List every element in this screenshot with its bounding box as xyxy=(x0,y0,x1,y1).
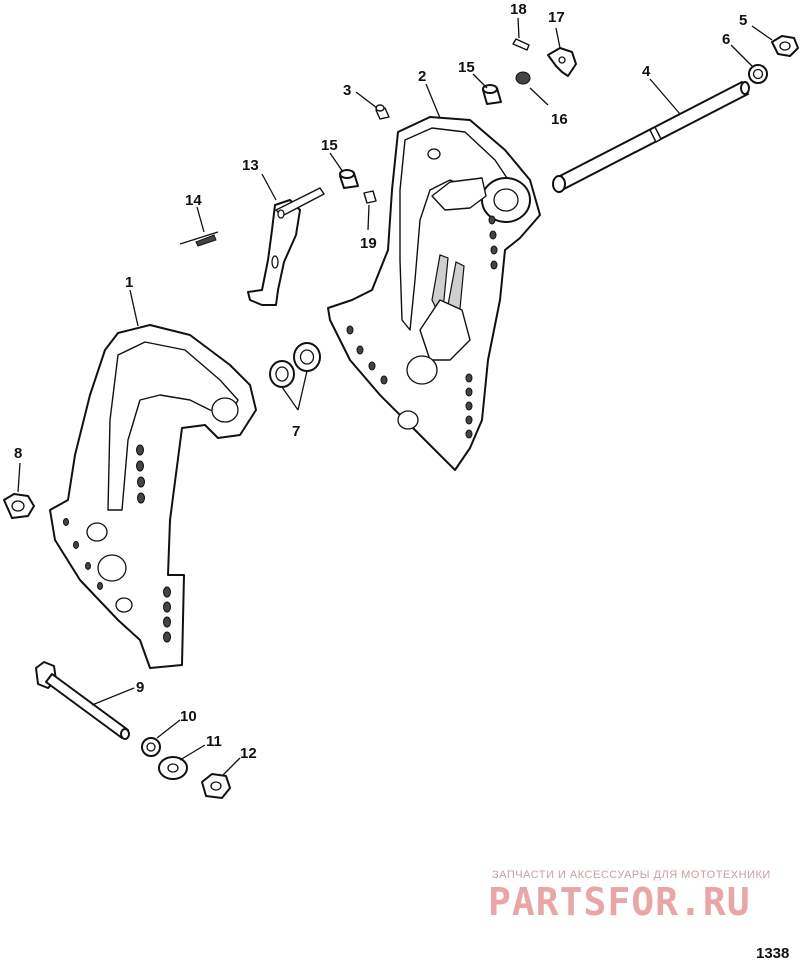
watermark-logo: PARTSFOR.RU xyxy=(488,880,751,924)
leader-lines xyxy=(17,17,773,777)
callout-9: 9 xyxy=(136,679,144,696)
part-17-lever xyxy=(547,47,577,77)
callout-13: 13 xyxy=(242,157,259,174)
callout-11: 11 xyxy=(206,733,222,750)
part-8-nut xyxy=(3,493,35,519)
part-2-bracket xyxy=(327,116,541,471)
callout-18: 18 xyxy=(510,1,527,18)
callout-15-lower: 15 xyxy=(321,137,338,154)
part-9-bolt xyxy=(35,661,130,740)
part-5-nut xyxy=(771,35,799,57)
watermark-tagline: ЗАПЧАСТИ И АКСЕССУАРЫ ДЛЯ МОТОТЕХНИКИ xyxy=(492,869,771,881)
part-6-washer xyxy=(748,64,768,84)
callout-14: 14 xyxy=(185,192,202,209)
callout-17: 17 xyxy=(548,9,565,26)
callout-4: 4 xyxy=(642,63,651,80)
part-3-grease-fitting xyxy=(375,104,390,120)
drawing-number: 1338 xyxy=(756,945,790,962)
part-4-tilt-tube xyxy=(552,81,750,193)
part-11-washer xyxy=(158,756,188,780)
callout-2: 2 xyxy=(418,68,426,85)
callout-5: 5 xyxy=(739,12,747,29)
callout-16: 16 xyxy=(551,111,568,128)
callout-labels: 1 2 3 4 5 6 7 8 9 10 11 12 13 14 15 15 1… xyxy=(14,1,747,762)
callout-10: 10 xyxy=(180,708,197,725)
part-13-lever xyxy=(247,187,325,306)
callout-3: 3 xyxy=(343,82,351,99)
callout-15-upper: 15 xyxy=(458,59,475,76)
part-12-nut xyxy=(201,773,231,799)
part-19-pin xyxy=(363,190,377,204)
callout-12: 12 xyxy=(240,745,257,762)
callout-8: 8 xyxy=(14,445,22,462)
part-16-spring xyxy=(515,71,531,85)
part-7-washers xyxy=(269,342,321,388)
part-14-spring xyxy=(179,231,219,247)
part-15-bushing-lower xyxy=(339,169,359,189)
callout-6: 6 xyxy=(722,31,730,48)
part-10-washer xyxy=(141,737,161,757)
part-18-pin xyxy=(512,38,530,51)
callout-19: 19 xyxy=(360,235,377,252)
part-1-bracket xyxy=(49,324,257,669)
callout-1: 1 xyxy=(125,274,133,291)
part-15-bushing-upper xyxy=(482,84,502,105)
callout-7: 7 xyxy=(292,423,300,440)
